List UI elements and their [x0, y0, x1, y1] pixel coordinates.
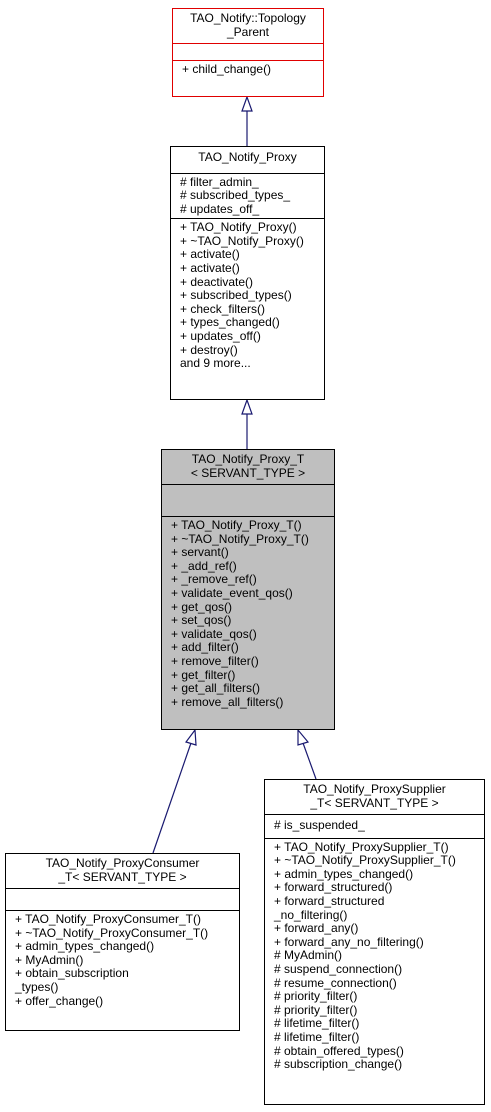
operation-item: + remove_all_filters() — [171, 694, 284, 709]
attribute-item: # is_suspended_ — [274, 818, 365, 832]
operation-item: + offer_change() — [15, 993, 104, 1008]
operation-item: + destroy() — [180, 342, 238, 357]
operation-item: + get_filter() — [171, 667, 236, 682]
class-title-line: < SERVANT_TYPE > — [190, 465, 306, 480]
class-title: TAO_Notify_ProxySupplier _T< SERVANT_TYP… — [265, 780, 484, 814]
edge-supplier-to-proxy-t — [302, 742, 317, 780]
class-title-line: TAO_Notify_ProxySupplier — [303, 782, 446, 796]
edge-consumer-to-proxy-t — [152, 742, 192, 854]
class-title-line: TAO_Notify_Proxy_T — [191, 452, 305, 466]
operation-item: # MyAdmin() — [274, 948, 343, 963]
operation-item: + child_change() — [182, 62, 272, 76]
operations-section: + TAO_Notify_Proxy() + ~TAO_Notify_Proxy… — [171, 218, 324, 373]
more-operations-label: and 9 more... — [180, 356, 251, 371]
operation-item: + add_filter() — [171, 640, 239, 655]
operation-item: + get_all_filters() — [171, 681, 261, 696]
operations-section: + TAO_Notify_Proxy_T() + ~TAO_Notify_Pro… — [162, 516, 334, 711]
operation-item: + remove_filter() — [171, 653, 259, 668]
class-proxy-consumer-t[interactable]: TAO_Notify_ProxyConsumer _T< SERVANT_TYP… — [5, 853, 240, 1031]
operations-section: + TAO_Notify_ProxySupplier_T() + ~TAO_No… — [265, 837, 484, 1074]
attributes-section — [6, 888, 239, 910]
operation-item: + ~TAO_Notify_ProxySupplier_T() — [274, 853, 456, 868]
operation-item: + MyAdmin() — [15, 952, 84, 967]
class-title-line: TAO_Notify_Proxy — [198, 150, 297, 164]
class-topology-parent[interactable]: TAO_Notify::Topology _Parent + child_cha… — [172, 8, 324, 97]
operation-item: + validate_qos() — [171, 626, 257, 641]
attributes-section — [173, 43, 323, 60]
class-proxy-t[interactable]: TAO_Notify_Proxy_T < SERVANT_TYPE > + TA… — [161, 449, 335, 730]
operation-item: + get_qos() — [171, 599, 233, 614]
operation-item: # resume_connection() — [274, 975, 397, 990]
attributes-section: # filter_admin_ # subscribed_types_ # up… — [171, 172, 324, 219]
class-title-line: _T< SERVANT_TYPE > — [58, 869, 187, 884]
attributes-section — [162, 484, 334, 516]
operation-item: + TAO_Notify_Proxy_T() — [171, 518, 302, 532]
operation-item: + _remove_ref() — [171, 572, 257, 587]
inheritance-arrowhead — [241, 398, 253, 415]
operation-item: + forward_any() — [274, 921, 359, 936]
operation-item: + TAO_Notify_ProxyConsumer_T() — [15, 912, 201, 926]
operations-section: + child_change() — [173, 60, 323, 79]
inheritance-arrowhead — [241, 95, 253, 112]
operation-item: + obtain_subscription — [15, 966, 129, 981]
inheritance-arrowhead — [185, 728, 197, 746]
class-title-line: TAO_Notify::Topology — [190, 11, 306, 25]
operation-item: # priority_filter() — [274, 989, 358, 1004]
operation-item: + _add_ref() — [171, 558, 237, 573]
operation-item: + forward_any_no_filtering() — [274, 934, 424, 949]
class-title-line: TAO_Notify_ProxyConsumer — [45, 856, 200, 870]
class-proxy[interactable]: TAO_Notify_Proxy # filter_admin_ # subsc… — [170, 146, 325, 400]
class-title-line: _T< SERVANT_TYPE > — [310, 795, 439, 810]
operation-item: + forward_structured — [274, 893, 385, 908]
operation-item: + servant() — [171, 545, 229, 560]
attributes-section: # is_suspended_ — [265, 814, 484, 838]
operations-section: + TAO_Notify_ProxyConsumer_T() + ~TAO_No… — [6, 910, 239, 1010]
operation-item: + types_changed() — [180, 315, 280, 330]
class-proxy-supplier-t[interactable]: TAO_Notify_ProxySupplier _T< SERVANT_TYP… — [264, 779, 485, 1105]
class-title: TAO_Notify_Proxy — [171, 147, 324, 173]
operation-item-continuation: _types() — [15, 979, 59, 994]
operation-item: + deactivate() — [180, 274, 254, 289]
operation-item: + TAO_Notify_ProxySupplier_T() — [274, 839, 449, 854]
operation-item: + activate() — [180, 261, 240, 276]
attribute-item: # updates_off_ — [180, 201, 260, 216]
operation-item: + activate() — [180, 247, 240, 262]
operation-item: + ~TAO_Notify_ProxyConsumer_T() — [15, 925, 209, 940]
operation-item: + ~TAO_Notify_Proxy() — [180, 233, 304, 248]
operation-item: # obtain_offered_types() — [274, 1043, 404, 1058]
operation-item: + forward_structured() — [274, 880, 393, 895]
operation-item: + admin_types_changed() — [15, 939, 155, 954]
operation-item: # priority_filter() — [274, 1002, 358, 1017]
operation-item: + TAO_Notify_Proxy() — [180, 220, 297, 235]
class-title: TAO_Notify_Proxy_T < SERVANT_TYPE > — [162, 450, 334, 484]
operation-item: + admin_types_changed() — [274, 866, 414, 881]
operation-item: + set_qos() — [171, 613, 232, 628]
attribute-item: # filter_admin_ — [180, 174, 259, 189]
inheritance-arrowhead — [297, 728, 310, 746]
operation-item: # lifetime_filter() — [274, 1016, 360, 1031]
operation-item: + updates_off() — [180, 329, 261, 344]
operation-item: # lifetime_filter() — [274, 1029, 360, 1044]
class-title: TAO_Notify_ProxyConsumer _T< SERVANT_TYP… — [6, 854, 239, 888]
operation-item-continuation: _no_filtering() — [274, 907, 348, 922]
class-title: TAO_Notify::Topology _Parent — [173, 9, 323, 43]
operation-item: + subscribed_types() — [180, 288, 292, 303]
operation-item: + validate_event_qos() — [171, 585, 293, 600]
operation-item: + check_filters() — [180, 301, 266, 316]
operation-item: # suspend_connection() — [274, 961, 403, 976]
operation-item: # subscription_change() — [274, 1057, 403, 1072]
operation-item: + ~TAO_Notify_Proxy_T() — [171, 531, 309, 546]
attribute-item: # subscribed_types_ — [180, 188, 291, 203]
class-title-line: _Parent — [226, 24, 270, 39]
